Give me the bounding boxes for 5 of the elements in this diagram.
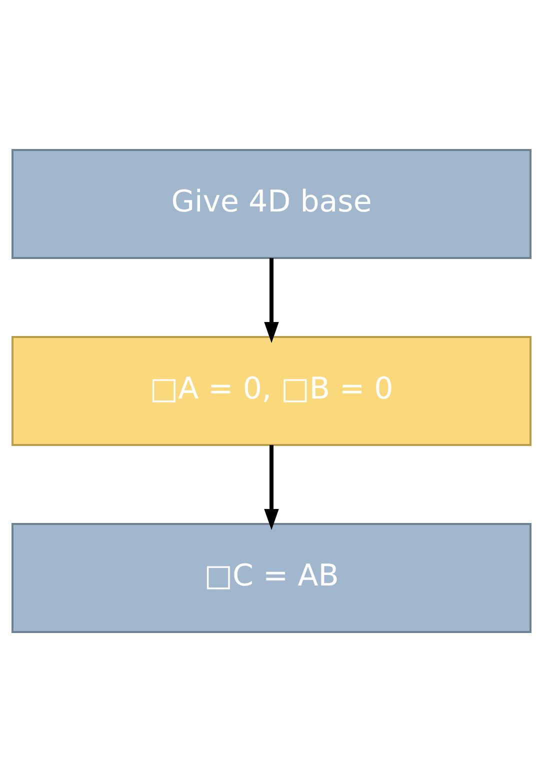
node-box: Give 4D base (12, 149, 532, 259)
node-box: □C = AB (12, 523, 532, 633)
arrow (264, 445, 279, 530)
node-box: □A = 0, □B = 0 (12, 336, 532, 446)
arrow (264, 258, 279, 344)
